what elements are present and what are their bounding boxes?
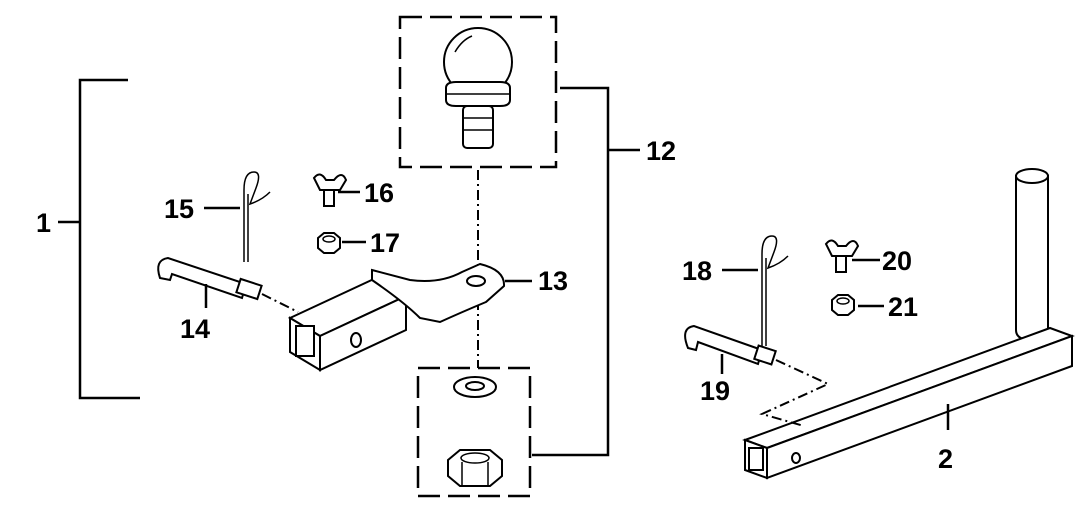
ball-mount xyxy=(287,262,532,372)
callout-14: 14 xyxy=(180,314,210,344)
callout-20: 20 xyxy=(882,246,912,276)
wing-bolt-20 xyxy=(824,239,880,273)
hex-nut xyxy=(447,449,503,487)
callout-21: 21 xyxy=(888,292,918,322)
hairpin-clip-15 xyxy=(204,171,271,262)
group-12-bracket xyxy=(532,86,640,457)
group-1-bracket xyxy=(58,78,140,400)
hitch-pin-19 xyxy=(684,324,777,374)
hitch-ball xyxy=(443,27,513,149)
nut-17 xyxy=(317,232,366,254)
hairpin-clip-18 xyxy=(722,235,789,346)
callout-16: 16 xyxy=(364,178,394,208)
callout-13: 13 xyxy=(538,266,568,296)
pin-alignment-line xyxy=(759,359,831,427)
hitch-pin-14 xyxy=(157,256,299,313)
callout-15: 15 xyxy=(164,194,194,224)
callout-2: 2 xyxy=(938,444,953,474)
callout-17: 17 xyxy=(370,228,400,258)
lock-washer xyxy=(453,376,497,398)
callout-12: 12 xyxy=(646,136,676,166)
wing-bolt-16 xyxy=(312,173,360,207)
hitch-ball-detail-box xyxy=(398,15,558,169)
nut-21 xyxy=(831,294,884,316)
callout-18: 18 xyxy=(682,256,712,286)
callout-19: 19 xyxy=(700,376,730,406)
callout-1: 1 xyxy=(36,208,51,238)
receiver-post xyxy=(742,168,1075,480)
